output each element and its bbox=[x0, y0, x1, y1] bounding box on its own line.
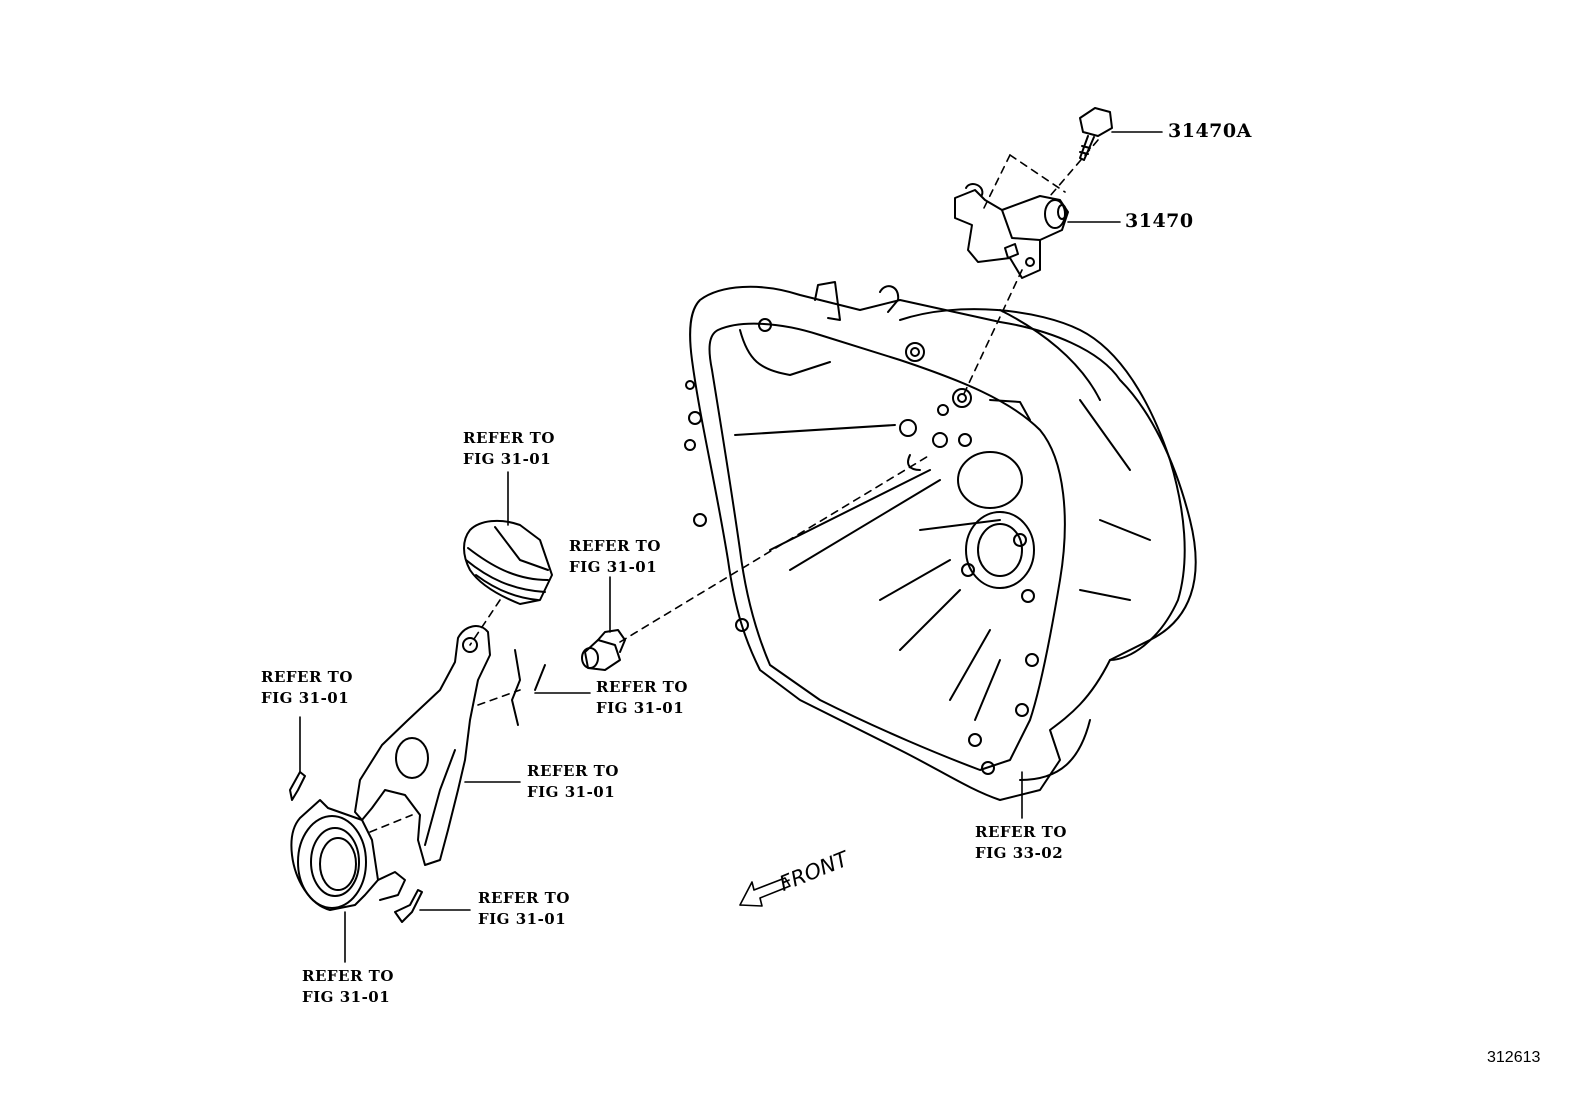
release-fork bbox=[354, 625, 546, 866]
callout-line-2: FIG 31-01 bbox=[527, 783, 616, 801]
callout-line-2: FIG 33-02 bbox=[975, 844, 1064, 862]
callout-boot[interactable]: REFER TO FIG 31-01 bbox=[463, 428, 555, 470]
callout-pivot-stud[interactable]: REFER TO FIG 31-01 bbox=[569, 536, 661, 578]
callout-fork-pivot[interactable]: REFER TO FIG 31-01 bbox=[596, 677, 688, 719]
callout-transmission-housing[interactable]: REFER TO FIG 33-02 bbox=[975, 822, 1067, 864]
callout-line-2: FIG 31-01 bbox=[478, 910, 567, 928]
callout-line-1: REFER TO bbox=[463, 429, 555, 447]
callout-line-2: FIG 31-01 bbox=[261, 689, 350, 707]
callout-line-1: REFER TO bbox=[975, 823, 1067, 841]
callout-clip-left[interactable]: REFER TO FIG 31-01 bbox=[261, 667, 353, 709]
callout-release-bearing[interactable]: REFER TO FIG 31-01 bbox=[302, 966, 394, 1008]
front-arrow-icon bbox=[739, 877, 791, 907]
figure-id: 312613 bbox=[1487, 1049, 1541, 1066]
release-cylinder bbox=[954, 107, 1113, 279]
part-number-bolt[interactable]: 31470A bbox=[1168, 120, 1252, 142]
pivot-stud bbox=[581, 629, 626, 671]
release-fork-boot bbox=[463, 519, 553, 605]
callout-line-2: FIG 31-01 bbox=[569, 558, 658, 576]
callout-line-1: REFER TO bbox=[527, 762, 619, 780]
clip-bottom bbox=[394, 889, 423, 923]
callout-line-1: REFER TO bbox=[478, 889, 570, 907]
leader-lines bbox=[299, 131, 1163, 963]
release-bearing bbox=[290, 799, 406, 911]
callout-release-fork[interactable]: REFER TO FIG 31-01 bbox=[527, 761, 619, 803]
callout-line-1: REFER TO bbox=[261, 668, 353, 686]
part-number-release-cylinder[interactable]: 31470 bbox=[1125, 210, 1194, 232]
callout-line-1: REFER TO bbox=[302, 967, 394, 985]
callout-line-1: REFER TO bbox=[596, 678, 688, 696]
callout-clip-bottom[interactable]: REFER TO FIG 31-01 bbox=[478, 888, 570, 930]
callout-line-1: REFER TO bbox=[569, 537, 661, 555]
callout-line-2: FIG 31-01 bbox=[596, 699, 685, 717]
callout-line-2: FIG 31-01 bbox=[463, 450, 552, 468]
callout-line-2: FIG 31-01 bbox=[302, 988, 391, 1006]
assembly-guides bbox=[369, 139, 1099, 833]
clip-left bbox=[289, 771, 306, 801]
transmission-housing bbox=[684, 281, 1197, 801]
